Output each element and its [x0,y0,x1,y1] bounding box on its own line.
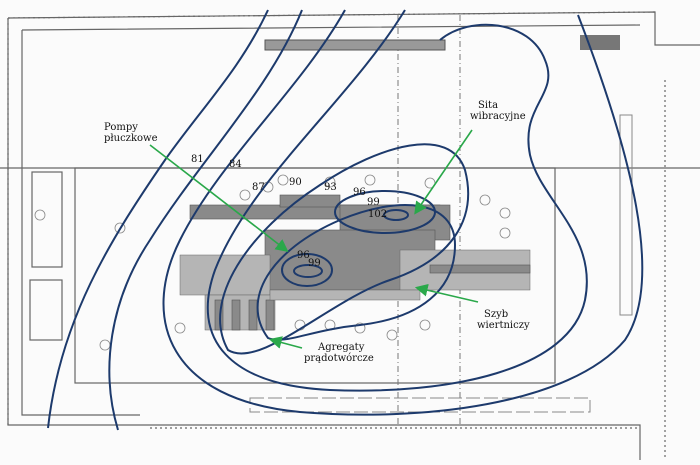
contour-label: 93 [324,182,337,193]
contour-label: 102 [368,209,387,220]
contour-93 [219,143,470,355]
contour-81 [47,9,269,429]
contour-84 [108,9,303,431]
contour-96-outer [256,204,457,341]
label-shakers: Sita wibracyjne [470,100,526,122]
contour-labels: 81 84 87 90 93 96 99 102 96 99 [191,154,387,269]
contour-label: 96 [297,250,310,261]
label-generators: Agregaty prądotwórcze [304,342,374,364]
contour-90 [206,9,588,392]
label-shaft: Szyb wiertniczy [477,309,530,331]
contour-label: 90 [289,177,302,188]
contour-label: 87 [252,182,265,193]
contour-label: 99 [367,197,380,208]
contour-label: 84 [229,159,242,170]
contour-99-west [293,264,323,278]
label-pumps: Pompy płuczkowe [104,122,158,144]
contour-99-east [334,190,436,234]
callouts: Pompy płuczkowe Sita wibracyjne Szyb wie… [104,100,530,364]
contour-label: 96 [353,187,366,198]
contour-label: 81 [191,154,204,165]
contour-label: 99 [308,258,321,269]
contour-102 [383,209,409,221]
contour-96-west [281,253,333,287]
drilling-rig-equipment [34,174,531,351]
noise-contours [47,9,644,431]
contour-87 [162,9,644,416]
